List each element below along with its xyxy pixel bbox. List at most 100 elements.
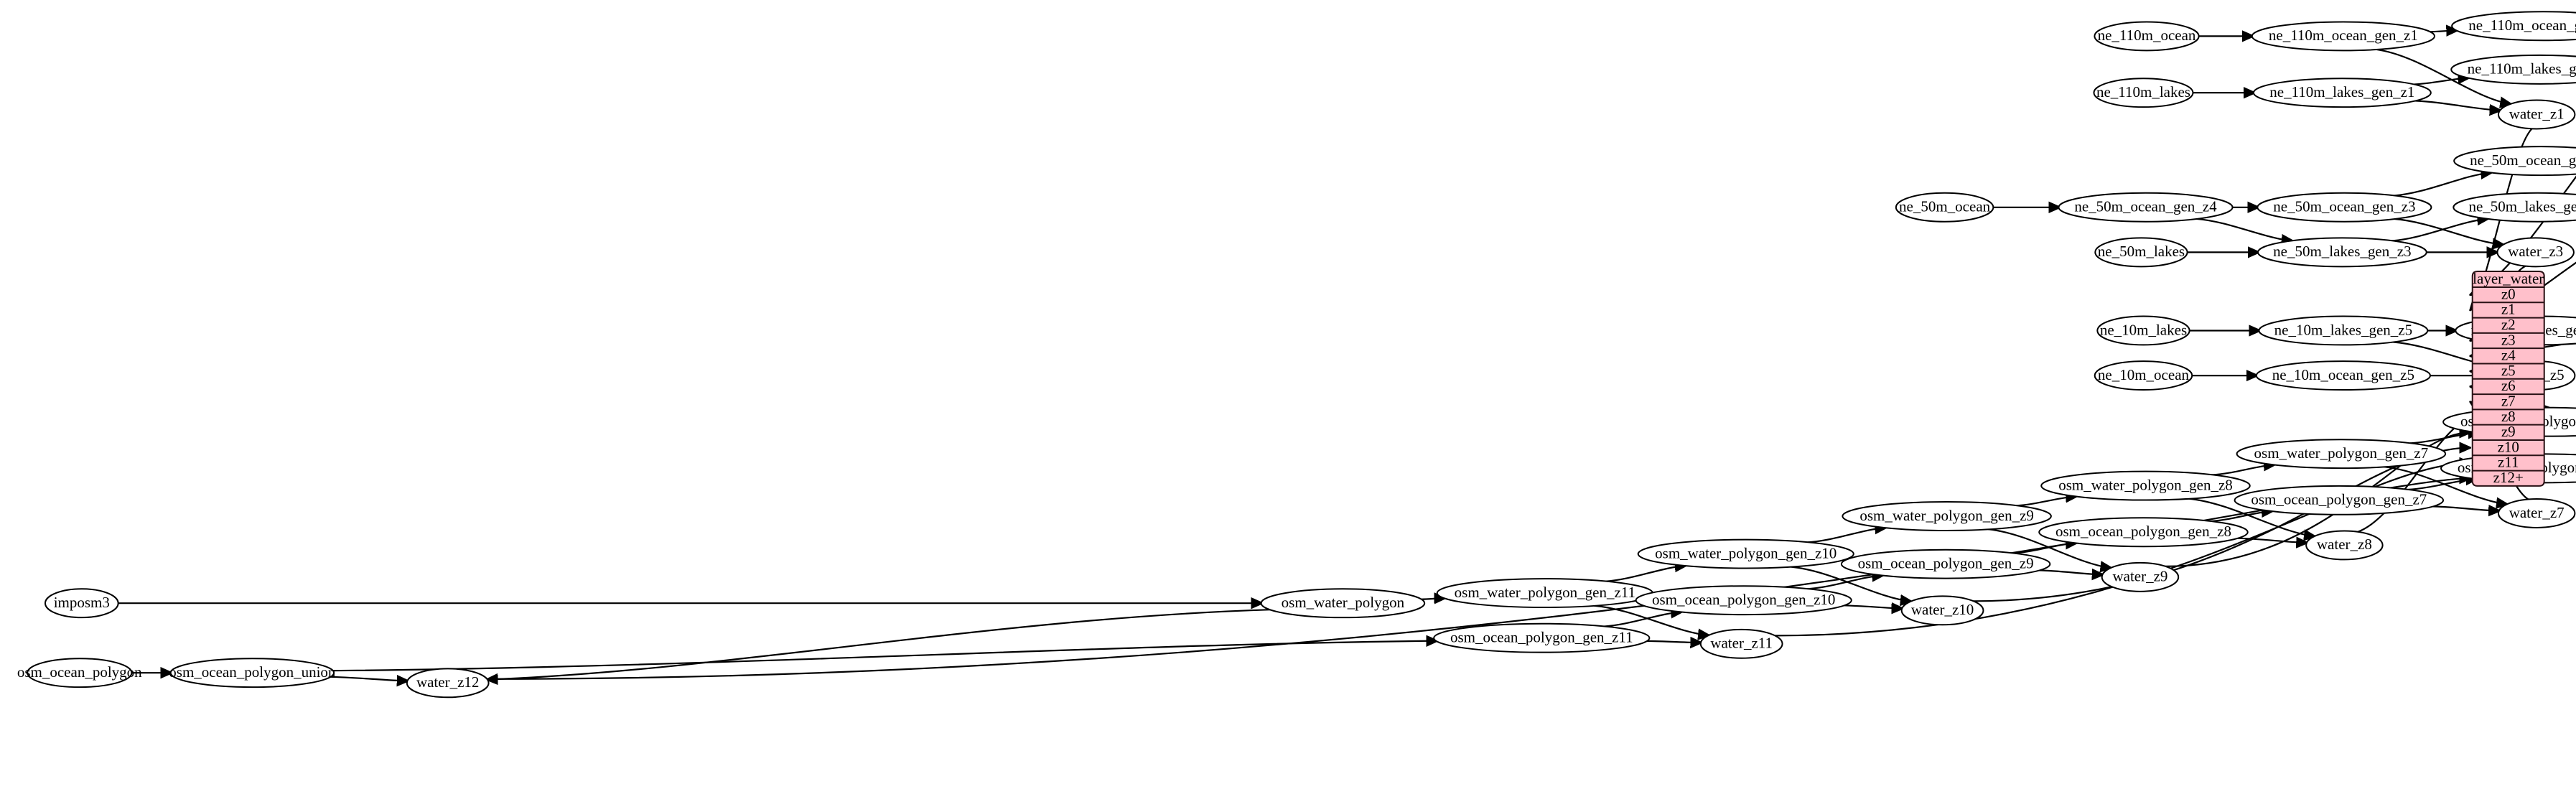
record-row-z5[interactable]: z5 [2501,362,2516,379]
record-row-z9[interactable]: z9 [2501,423,2516,440]
graph-node-osm_water_polygon_gen_z10[interactable]: osm_water_polygon_gen_z10 [1637,538,1854,569]
record-row-z3[interactable]: z3 [2501,331,2516,348]
graph-node-water_z9[interactable]: water_z9 [2101,561,2180,592]
node-label: ne_50m_lakes_gen_z2 [2468,198,2576,215]
node-ellipse [2255,360,2431,391]
graph-edge-osm_water_polygon_gen_z9-to-water_z9 [1987,528,2111,568]
graph-node-ne_50m_ocean_gen_z2[interactable]: ne_50m_ocean_gen_z2 [2453,146,2576,177]
node-label: ne_10m_lakes_gen_z5 [2274,321,2412,338]
graph-node-water_z1[interactable]: water_z1 [2497,99,2576,130]
node-label: osm_water_polygon_gen_z8 [2058,476,2233,493]
graph-node-water_z8[interactable]: water_z8 [2305,530,2384,561]
graph-edge-osm_water_polygon_gen_z9-to-osm_water_polygon_gen_z8 [2015,496,2077,507]
node-ellipse [2236,439,2447,470]
graph-node-ne_10m_ocean_gen_z5[interactable]: ne_10m_ocean_gen_z5 [2255,360,2431,391]
node-ellipse [2251,21,2435,52]
node-label: ne_10m_ocean_gen_z5 [2272,366,2414,383]
graph-node-osm_ocean_polygon[interactable]: osm_ocean_polygon [17,658,142,688]
graph-node-osm_ocean_polygon_union[interactable]: osm_ocean_polygon_union [169,658,336,688]
node-ellipse [1900,595,1984,626]
graph-edge-osm_water_polygon_gen_z10-to-osm_water_polygon_gen_z9 [1807,528,1886,543]
graph-edge-ne_50m_ocean_gen_z3-to-water_z3 [2394,218,2503,245]
graph-node-ne_110m_ocean_gen_z1[interactable]: ne_110m_ocean_gen_z1 [2251,21,2435,52]
graph-node-water_z12[interactable]: water_z12 [406,668,490,699]
node-label: water_z11 [1710,635,1773,652]
graph-node-ne_50m_ocean[interactable]: ne_50m_ocean [1895,192,1994,223]
record-row-z11[interactable]: z11 [2498,454,2519,471]
node-ellipse [406,668,490,699]
graph-edge-osm_ocean_polygon_union-to-water_z12 [330,677,408,681]
graph-node-ne_110m_ocean_gen_z0[interactable]: ne_110m_ocean_gen_z0 [2451,11,2576,42]
record-row-z2[interactable]: z2 [2501,316,2516,333]
record-row-z12+[interactable]: z12+ [2493,469,2524,486]
node-label: osm_water_polygon_gen_z10 [1655,544,1837,561]
graph-node-osm_water_polygon_gen_z9[interactable]: osm_water_polygon_gen_z9 [1842,501,2052,531]
graph-node-ne_50m_lakes_gen_z2[interactable]: ne_50m_lakes_gen_z2 [2453,192,2576,223]
node-ellipse [2496,237,2575,268]
graph-edge-osm_ocean_polygon_gen_z8-to-water_z8 [2236,538,2307,543]
graph-node-ne_110m_lakes_gen_z0[interactable]: ne_110m_lakes_gen_z0 [2450,54,2576,85]
node-ellipse [2096,315,2190,346]
record-table: layer_waterz0z1z2z3z4z5z6z7z8z9z10z11z12… [2471,270,2545,487]
node-ellipse [2453,192,2576,223]
graph-edge-osm_ocean_polygon_gen_z10-to-osm_ocean_polygon_gen_z9 [1807,575,1883,590]
graph-node-ne_50m_ocean_gen_z3[interactable]: ne_50m_ocean_gen_z3 [2257,192,2432,223]
graph-node-osm_water_polygon_gen_z8[interactable]: osm_water_polygon_gen_z8 [2040,470,2251,501]
graph-node-water_z11[interactable]: water_z11 [1699,628,1783,659]
graph-node-osm_ocean_polygon_gen_z10[interactable]: osm_ocean_polygon_gen_z10 [1635,585,1852,616]
graph-node-ne_50m_ocean_gen_z4[interactable]: ne_50m_ocean_gen_z4 [2058,192,2234,223]
graph-node-ne_50m_lakes_gen_z3[interactable]: ne_50m_lakes_gen_z3 [2257,237,2427,268]
node-ellipse [2094,21,2200,52]
graph-node-ne_10m_lakes[interactable]: ne_10m_lakes [2096,315,2190,346]
node-label: ne_50m_lakes [2098,243,2185,260]
node-ellipse [2257,237,2427,268]
node-ellipse [2093,78,2194,108]
graph-edge-osm_ocean_polygon_gen_z7-to-water_z7 [2432,506,2499,510]
graph-node-water_z7[interactable]: water_z7 [2497,498,2576,528]
graph-edge-osm_water_polygon-to-osm_water_polygon_gen_z11 [1420,598,1445,599]
node-ellipse [2497,498,2576,528]
record-row-z8[interactable]: z8 [2501,408,2516,425]
graph-node-osm_water_polygon_gen_z11[interactable]: osm_water_polygon_gen_z11 [1436,578,1653,609]
graph-node-ne_110m_lakes[interactable]: ne_110m_lakes [2093,78,2194,108]
graph-node-ne_110m_ocean[interactable]: ne_110m_ocean [2094,21,2200,52]
graph-node-osm_ocean_polygon_gen_z7[interactable]: osm_ocean_polygon_gen_z7 [2234,485,2445,515]
record-row-z1[interactable]: z1 [2501,301,2516,318]
node-ellipse [169,658,335,688]
record-row-z10[interactable]: z10 [2498,438,2519,455]
graph-node-water_z3[interactable]: water_z3 [2496,237,2575,268]
node-ellipse [2094,360,2193,391]
graph-node-ne_10m_ocean[interactable]: ne_10m_ocean [2094,360,2193,391]
node-label: ne_50m_ocean_gen_z3 [2273,198,2415,215]
graph-node-ne_10m_lakes_gen_z5[interactable]: ne_10m_lakes_gen_z5 [2258,315,2429,346]
node-label: water_z9 [2112,568,2167,585]
node-ellipse [2258,315,2429,346]
graph-node-osm_ocean_polygon_gen_z8[interactable]: osm_ocean_polygon_gen_z8 [2038,517,2249,548]
record-row-z6[interactable]: z6 [2501,377,2516,394]
node-ellipse [2451,11,2576,42]
graph-node-water_z10[interactable]: water_z10 [1900,595,1984,626]
graph-node-osm_ocean_polygon_gen_z9[interactable]: osm_ocean_polygon_gen_z9 [1840,548,2051,579]
graph-node-osm_ocean_polygon_gen_z11[interactable]: osm_ocean_polygon_gen_z11 [1433,622,1651,653]
graph-edge-water_z11-to-layer_water.z11 [1774,463,2470,637]
graph-node-osm_water_polygon_gen_z7[interactable]: osm_water_polygon_gen_z7 [2236,439,2447,470]
record-row-z7[interactable]: z7 [2501,393,2516,410]
graph-node-osm_water_polygon[interactable]: osm_water_polygon [1260,588,1426,619]
node-label: ne_10m_ocean [2098,366,2190,383]
graph-edge-ne_50m_lakes_gen_z3-to-ne_50m_lakes_gen_z2 [2391,219,2488,242]
node-label: osm_ocean_polygon_gen_z9 [1858,554,2034,571]
record-row-z4[interactable]: z4 [2501,347,2516,364]
node-ellipse [2094,237,2188,268]
graph-edge-osm_water_polygon_gen_z10-to-water_z10 [1790,566,1911,602]
graph-node-ne_110m_lakes_gen_z1[interactable]: ne_110m_lakes_gen_z1 [2252,78,2432,108]
node-label: osm_water_polygon_gen_z7 [2254,444,2429,462]
edges-layer [118,30,2576,681]
graph-edge-osm_ocean_polygon_gen_z11-to-water_z11 [1646,641,1701,643]
node-label: ne_110m_ocean_gen_z1 [2269,27,2418,44]
graph-node-imposm3[interactable]: imposm3 [44,588,119,619]
node-label: water_z1 [2509,105,2565,122]
record-row-z0[interactable]: z0 [2501,285,2516,302]
graph-node-ne_50m_lakes[interactable]: ne_50m_lakes [2094,237,2188,268]
